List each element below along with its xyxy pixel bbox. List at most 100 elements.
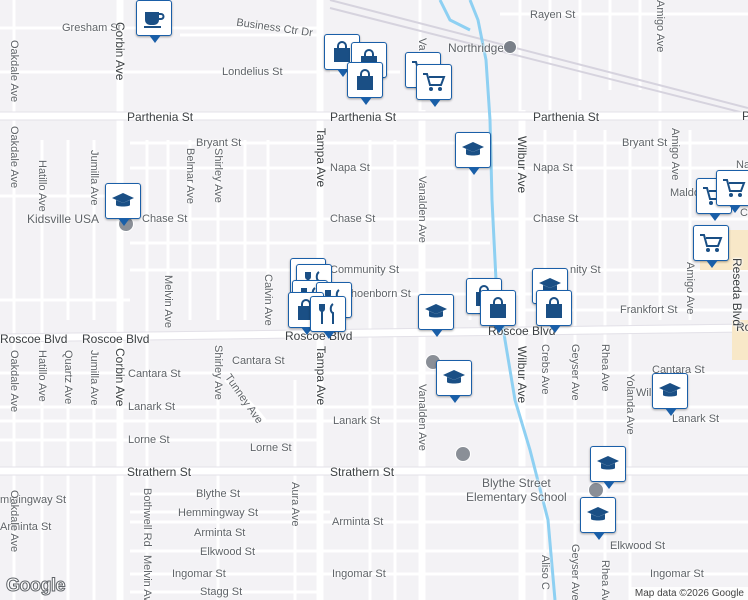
street-label-shirley-south: Shirley Ave <box>212 345 224 400</box>
street-label-parthenia-west: Parthenia St <box>127 110 194 124</box>
school-poi-icon[interactable] <box>588 482 604 498</box>
street-label-melvin-south: Melvin Ave <box>141 555 153 600</box>
train-station-icon[interactable] <box>503 40 517 54</box>
school-marker-icon[interactable] <box>580 497 616 540</box>
school-marker-icon[interactable] <box>105 183 141 226</box>
school-marker-icon[interactable] <box>652 373 688 416</box>
street-label-belmar: Belmar Ave <box>184 148 196 205</box>
street-label-corbin-south: Corbin Ave <box>113 348 127 407</box>
street-label-roscoe-west: Roscoe Blvd <box>0 332 68 346</box>
street-label-hemmingway: Hemmingway St <box>178 507 259 519</box>
street-label-lorne-west: Lorne St <box>128 434 170 446</box>
shopping-bag-marker-icon[interactable] <box>536 290 572 333</box>
street-label-oakdale-north: Oakdale Ave <box>8 40 20 103</box>
shopping-cart-marker-icon[interactable] <box>416 64 452 107</box>
street-label-calvin: Calvin Ave <box>262 274 274 326</box>
street-label-reseda: Reseda Blvd <box>730 258 744 327</box>
place-label-blythe-school-line1[interactable]: Blythe Street <box>482 476 551 490</box>
street-label-oakdale-mid: Oakdale Ave <box>8 126 20 189</box>
street-label-arminta-west: Arminta St <box>0 521 52 533</box>
place-label-na: Na <box>736 159 748 171</box>
street-label-amigo-north: Amigo Ave <box>654 0 666 53</box>
street-label-chase-mid: Chase St <box>330 213 376 225</box>
street-label-corbin-north: Corbin Ave <box>113 22 127 81</box>
street-label-jumilla-north: Jumilla Ave <box>88 150 100 206</box>
school-marker-icon[interactable] <box>436 360 472 403</box>
street-label-quartz: Quartz Ave <box>62 350 74 405</box>
place-label-blythe-school-line2[interactable]: Elementary School <box>466 490 567 504</box>
street-label-ingomar-west: Ingomar St <box>172 568 226 580</box>
shopping-bag-marker-icon[interactable] <box>480 290 516 333</box>
street-label-stagg: Stagg St <box>200 586 243 598</box>
street-label-bryant-east: Bryant St <box>622 137 668 149</box>
street-label-oakdale-far-south: Oakdale Ave <box>8 490 20 553</box>
school-poi-icon[interactable] <box>455 446 471 462</box>
street-label-hatillo-north: Hatillo Ave <box>36 160 48 212</box>
street-label-hatillo-south: Hatillo Ave <box>36 350 48 402</box>
place-label-northridge[interactable]: Northridge <box>448 41 505 55</box>
street-label-wil: Wil <box>636 387 652 399</box>
street-label-amigo-south: Amigo Ave <box>684 262 696 315</box>
street-label-tampa-south: Tampa Ave <box>314 346 328 406</box>
street-label-yolanda: Yolanda Ave <box>624 374 636 435</box>
street-label-napa-west: Napa St <box>330 162 370 174</box>
street-label-lanark-west: Lanark St <box>128 401 176 413</box>
street-label-wilbur-north: Wilbur Ave <box>515 136 529 194</box>
cafe-marker-icon[interactable] <box>136 0 172 43</box>
street-label-strathern-west: Strathern St <box>127 465 192 479</box>
google-logo[interactable]: Google <box>6 575 67 596</box>
street-label-geyser-north: Geyser Ave <box>569 344 581 401</box>
street-label-rhea-north: Rhea Ave <box>599 344 611 392</box>
street-label-rayen: Rayen St <box>530 9 576 21</box>
street-label-elkwood-east: Elkwood St <box>610 540 666 552</box>
place-label-kidsville[interactable]: Kidsville USA <box>27 212 100 226</box>
street-label-rhea-south: Rhea Ave <box>599 560 611 600</box>
school-marker-icon[interactable] <box>590 446 626 489</box>
street-label-crebs: Crebs Ave <box>539 344 551 395</box>
place-label-ch: Ch <box>740 207 748 219</box>
street-label-strathern-mid: Strathern St <box>330 465 395 479</box>
place-label-maldo: Maldo <box>670 187 700 199</box>
street-label-amigo-mid: Amigo Ave <box>669 128 681 181</box>
street-label-roscoe-far: Ro <box>736 320 748 334</box>
shopping-cart-marker-icon[interactable] <box>693 225 729 268</box>
street-label-lorne-mid: Lorne St <box>250 442 292 454</box>
street-label-roscoe-west-2: Roscoe Blvd <box>82 332 150 346</box>
street-label-shirley-north: Shirley Ave <box>212 148 224 203</box>
street-label-arminta-mid: Arminta St <box>194 527 246 539</box>
street-label-vanalden-south: Vanalden Ave <box>416 384 428 451</box>
street-label-aura: Aura Ave <box>289 482 301 527</box>
street-label-bryant-west: Bryant St <box>196 137 242 149</box>
street-label-ingomar-mid: Ingomar St <box>332 568 386 580</box>
school-marker-icon[interactable] <box>418 294 454 337</box>
street-label-cantara-west: Cantara St <box>128 368 181 380</box>
street-label-oakdale-south: Oakdale Ave <box>8 350 20 413</box>
street-label-chase-east: Chase St <box>533 213 579 225</box>
street-label-hemmingway-west: mmingway St <box>0 494 67 506</box>
street-label-bothwell: Bothwell Rd <box>141 488 153 547</box>
street-label-arminta-east: Arminta St <box>332 516 384 528</box>
shopping-cart-marker-icon[interactable] <box>716 170 748 213</box>
street-label-community-east: nity St <box>570 264 601 276</box>
place-label-pi: P <box>742 109 748 123</box>
street-label-wilbur-south: Wilbur Ave <box>515 346 529 404</box>
street-label-parthenia-east: Parthenia St <box>533 110 600 124</box>
street-label-ingomar-east: Ingomar St <box>650 568 704 580</box>
street-label-geyser-south: Geyser Ave <box>569 544 581 600</box>
street-label-jumilla-south: Jumilla Ave <box>88 350 100 406</box>
street-label-schoenborn: Schoenborn St <box>338 288 411 300</box>
street-label-tampa-north: Tampa Ave <box>314 128 328 188</box>
shopping-bag-marker-icon[interactable] <box>347 62 383 105</box>
map-attribution[interactable]: Map data ©2026 Google <box>630 587 748 600</box>
school-marker-icon[interactable] <box>455 132 491 175</box>
street-label-gresham: Gresham St <box>62 22 121 34</box>
restaurant-marker-icon[interactable] <box>310 296 346 339</box>
street-label-cantara-mid: Cantara St <box>232 355 285 367</box>
street-label-frankfort: Frankfort St <box>620 304 678 316</box>
street-label-chase-west: Chase St <box>142 213 188 225</box>
street-label-napa-east: Napa St <box>533 162 573 174</box>
street-label-elkwood-west: Elkwood St <box>200 546 256 558</box>
street-label-blythe: Blythe St <box>196 488 241 500</box>
